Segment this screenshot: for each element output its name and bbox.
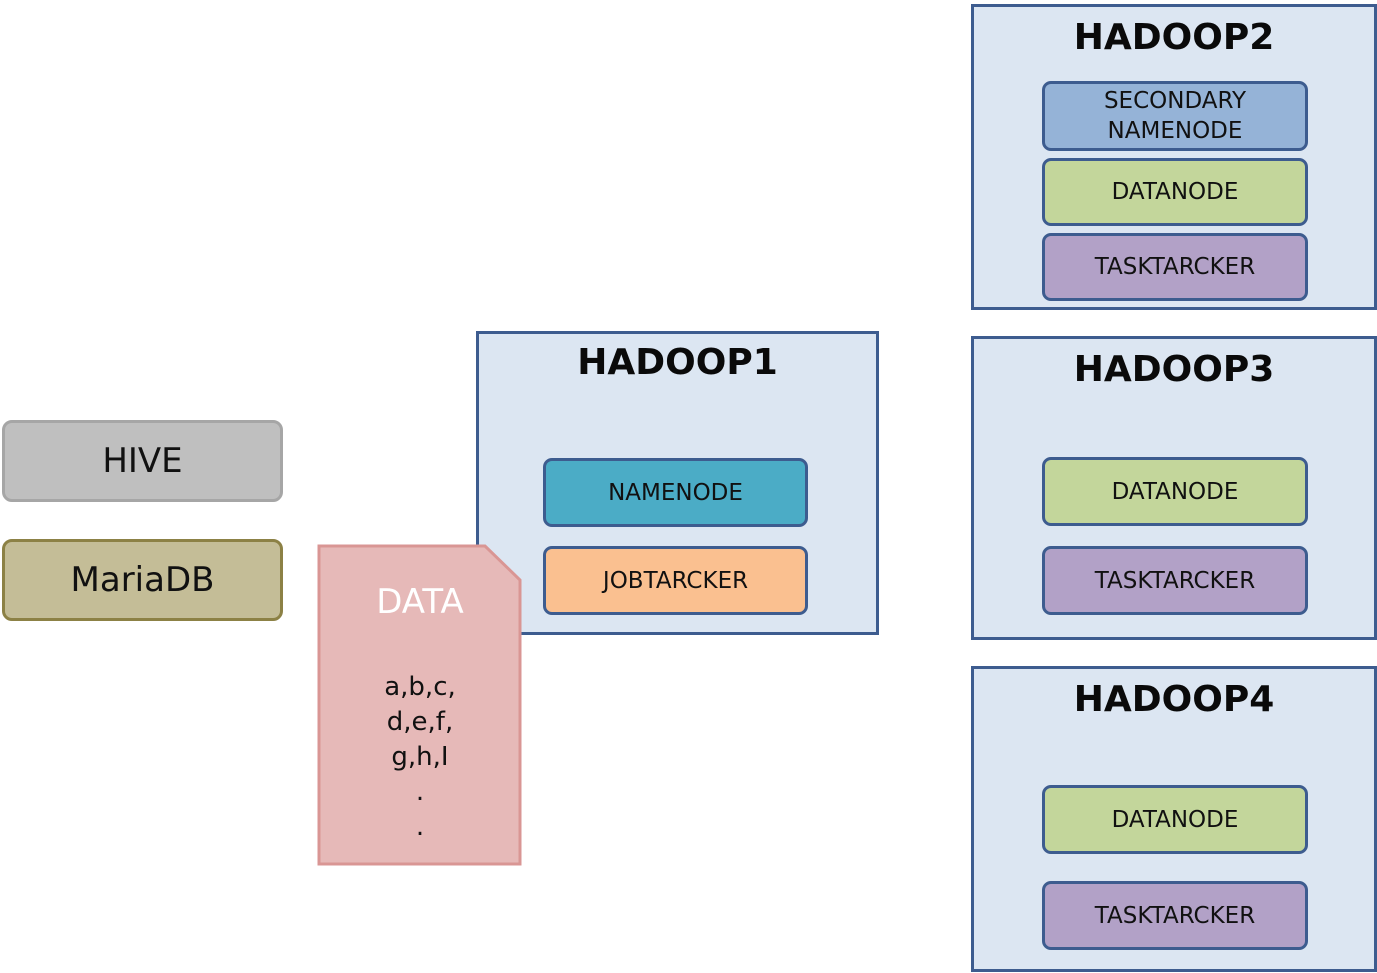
data-document-lines: a,b,c, d,e,f, g,h,I . . [317,670,523,845]
hadoop4-datanode-label: DATANODE [1111,806,1239,833]
hadoop3-datanode: DATANODE [1042,457,1308,526]
hadoop2-title: HADOOP2 [1073,17,1275,58]
hadoop1-server: HADOOP1 NAMENODE JOBTARCKER [476,331,879,635]
data-line: . [415,777,425,807]
hadoop3-title: HADOOP3 [1073,349,1275,390]
hadoop3-server: HADOOP3 DATANODE TASKTARCKER [971,336,1377,640]
hadoop4-tasktracker-label: TASKTARCKER [1094,902,1256,929]
hadoop2-datanode-label: DATANODE [1111,179,1239,205]
data-document-title: DATA [376,582,464,622]
hadoop1-namenode: NAMENODE [543,458,808,527]
hadoop2-tasktracker: TASKTARCKER [1042,233,1308,301]
hadoop4-title: HADOOP4 [1073,679,1275,720]
mariadb-box: MariaDB [2,539,283,621]
mariadb-label: MariaDB [70,560,215,600]
hive-box: HIVE [2,420,283,502]
data-document-shape [317,544,522,866]
hadoop2-datanode: DATANODE [1042,158,1308,226]
hadoop1-namenode-label: NAMENODE [608,479,743,506]
hadoop1-jobtracker: JOBTARCKER [543,546,808,615]
hadoop1-jobtracker-label: JOBTARCKER [602,567,749,594]
hadoop2-server: HADOOP2 SECONDARY NAMENODE DATANODE TASK… [971,4,1377,310]
hive-label: HIVE [102,441,183,481]
data-line: . [415,812,425,842]
hadoop4-server: HADOOP4 DATANODE TASKTARCKER [971,666,1377,972]
hadoop2-secondary-namenode: SECONDARY NAMENODE [1042,81,1308,151]
data-line: a,b,c, [384,672,456,702]
hadoop3-tasktracker-label: TASKTARCKER [1094,567,1256,594]
hadoop2-secondary-namenode-label: SECONDARY NAMENODE [1103,88,1247,144]
hadoop1-title: HADOOP1 [577,342,778,383]
data-line: g,h,I [391,742,449,772]
hadoop3-datanode-label: DATANODE [1111,478,1239,505]
hadoop4-datanode: DATANODE [1042,785,1308,854]
data-line: d,e,f, [386,707,454,737]
data-document: DATA a,b,c, d,e,f, g,h,I . . [317,544,523,866]
hadoop3-tasktracker: TASKTARCKER [1042,546,1308,615]
hadoop2-tasktracker-label: TASKTARCKER [1094,254,1256,280]
hadoop4-tasktracker: TASKTARCKER [1042,881,1308,950]
